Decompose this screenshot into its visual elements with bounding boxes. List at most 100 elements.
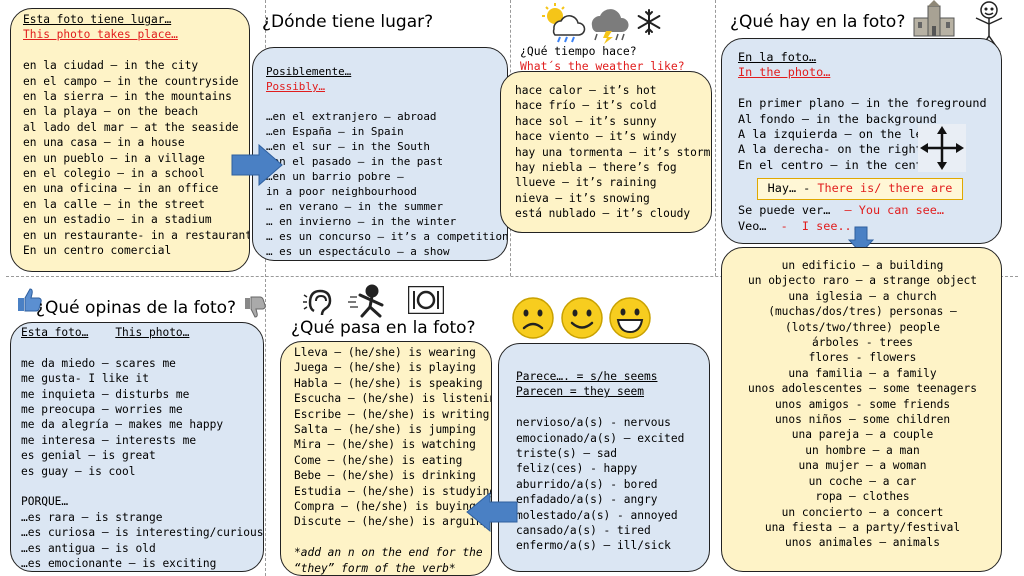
list-item: Salta – (he/she) is jumping: [294, 423, 476, 437]
hay-puede-line: Se puede ver… – You can see…: [738, 203, 944, 217]
list-item: unos animales – animals: [785, 536, 940, 550]
list-item: En primer plano – in the foreground: [738, 96, 987, 111]
list-item: (muchas/dos/tres) personas –: [768, 305, 957, 319]
list-item: aburrido/a(s) - bored: [516, 477, 658, 491]
donde-possibly-box: Posiblemente… Possibly… …en el extranjer…: [252, 47, 508, 261]
list-item: en un estadio – in a stadium: [23, 213, 212, 227]
list-item: una mujer – a woman: [798, 459, 927, 473]
hay-objects-box: un edificio – a building un objecto raro…: [721, 247, 1002, 572]
list-item: En un centro comercial: [23, 244, 172, 258]
list-item: enfadado/a(s) - angry: [516, 493, 658, 507]
heading-hay: ¿Qué hay en la foto?: [730, 12, 906, 32]
donde-title-es: Esta foto tiene lugar…: [23, 13, 172, 26]
pasa-note-line-1: *add an n on the end for the: [294, 546, 483, 560]
list-item: molestado/a(s) - annoyed: [516, 508, 678, 522]
list-item: feliz(ces) - happy: [516, 462, 638, 476]
list-item: A la derecha- on the right: [738, 142, 923, 157]
hay-es: Hay… -: [767, 181, 818, 195]
opinas-box: Esta foto… This photo… me da miedo – sca…: [10, 322, 264, 572]
divider-vertical-left: [265, 0, 266, 576]
list-item: emocionado/a(s) – excited: [516, 431, 685, 445]
ear-icon: [303, 289, 332, 316]
parece-line-2: Parecen = they seem: [516, 385, 644, 399]
thumbs-down-icon: [245, 296, 266, 318]
hay-there-is-line: Hay… - There is/ there are: [757, 178, 963, 200]
list-item: en una oficina – in an office: [23, 182, 219, 196]
list-item: …es curiosa – is interesting/curious: [21, 526, 264, 540]
list-item: unos amigos - some friends: [774, 397, 951, 411]
list-item: flores - flowers: [808, 351, 917, 365]
list-item: en un restaurante- in a restaurant: [23, 228, 250, 242]
running-figure-icon: [348, 284, 384, 318]
list-item: unos adolescentes – some teenagers: [747, 382, 977, 396]
list-item: en la calle – in the street: [23, 197, 205, 211]
list-item: Juega – (he/she) is playing: [294, 361, 476, 375]
opinas-sub-en: This photo…: [115, 326, 190, 339]
sun-cloud-rain-icon: [542, 3, 586, 43]
list-item: Come – (he/she) is eating: [294, 453, 463, 467]
veo-es: Veo…: [738, 219, 781, 233]
hay-position-box: En la foto… In the photo… En primer plan…: [721, 38, 1002, 244]
list-item: En el centro – in the centre: [738, 157, 937, 172]
heading-opinas: ¿Qué opinas de la foto?: [36, 298, 237, 318]
list-item: hace viento – it’s windy: [515, 130, 677, 144]
list-item: ropa – clothes: [815, 490, 910, 504]
list-item: nervioso/a(s) - nervous: [516, 416, 671, 430]
puede-es: Se puede ver…: [738, 203, 845, 217]
list-item: un edificio – a building: [781, 259, 944, 272]
list-item: en un pueblo – in a village: [23, 151, 205, 165]
list-item: me da miedo – scares me: [21, 356, 176, 370]
list-item: …en el pasado – in the past: [266, 155, 444, 168]
sad-face-icon: [512, 297, 554, 339]
hay-title-es: En la foto…: [738, 50, 817, 64]
list-item: Escucha – (he/she) is listening: [294, 392, 492, 406]
list-item: … en invierno – in the winter: [266, 215, 457, 228]
list-item: in a poor neighbourhood: [266, 185, 417, 198]
hay-position-list: En la foto… In the photo… En primer plan…: [738, 50, 987, 173]
list-item: hay una tormenta – it’s stormy: [515, 145, 712, 159]
list-item: me da alegría – makes me happy: [21, 418, 224, 432]
list-item: Lleva – (he/she) is wearing: [294, 346, 476, 359]
donde-places-box: Esta foto tiene lugar… This photo takes …: [10, 8, 250, 272]
arrow-down-icon: [848, 226, 874, 254]
tiempo-question-en: What´s the weather like?: [520, 59, 685, 73]
list-item: …es rara – is strange: [21, 510, 163, 524]
tiempo-question-es: ¿Qué tiempo hace?: [520, 44, 637, 58]
list-item: me interesa – interests me: [21, 433, 197, 447]
list-item: un concierto – a concert: [781, 505, 944, 519]
donde-possibly-list: Posiblemente… Possibly… …en el extranjer…: [266, 64, 507, 259]
list-item: …es emocionante – is exciting: [21, 557, 217, 571]
list-item: …en un barrio pobre –: [266, 170, 404, 183]
list-item: hace sol – it’s sunny: [515, 114, 657, 128]
list-item: una fiesta – a party/festival: [764, 520, 961, 534]
list-item: nieva – it’s snowing: [515, 191, 650, 205]
list-item: me inquieta – disturbs me: [21, 387, 190, 401]
list-item: me gusta- I like it: [21, 372, 149, 386]
opinas-sub-es: Esta foto…: [21, 326, 89, 339]
parece-line-1: Parece…. = s/he seems: [516, 370, 658, 383]
divider-vertical-right: [715, 0, 716, 276]
list-item: … en verano – in the summer: [266, 200, 444, 213]
hay-title-en: In the photo…: [738, 65, 831, 80]
arrow-left-icon: [466, 492, 518, 532]
list-item: unos niños – some children: [774, 413, 951, 427]
list-item: en el campo – in the countryside: [23, 74, 239, 88]
list-item: …en el sur – in the South: [266, 140, 430, 153]
parece-box: Parece…. = s/he seems Parecen = they see…: [498, 343, 710, 572]
list-item: …en España – in Spain: [266, 125, 404, 138]
plate-cutlery-icon: [408, 286, 444, 314]
list-item: hace calor – it’s hot: [515, 84, 657, 97]
church-icon: [913, 0, 955, 37]
tiempo-list: hace calor – it’s hot hace frío – it’s c…: [515, 83, 712, 222]
list-item: en una casa – in a house: [23, 136, 185, 150]
heading-donde: ¿Dónde tiene lugar?: [262, 12, 434, 32]
list-item: un hombre – a man: [805, 443, 920, 457]
list-item: Bebe – (he/she) is drinking: [294, 469, 476, 483]
grin-face-icon: [609, 297, 651, 339]
donde-title-en: This photo takes place…: [23, 28, 178, 42]
puede-en: – You can see…: [844, 203, 944, 217]
donde-possibly-title-es: Posiblemente…: [266, 65, 352, 78]
parece-list: Parece…. = s/he seems Parecen = they see…: [516, 369, 684, 554]
list-item: Compra – (he/she) is buying: [294, 500, 476, 514]
list-item: al lado del mar – at the seaside: [23, 120, 239, 134]
